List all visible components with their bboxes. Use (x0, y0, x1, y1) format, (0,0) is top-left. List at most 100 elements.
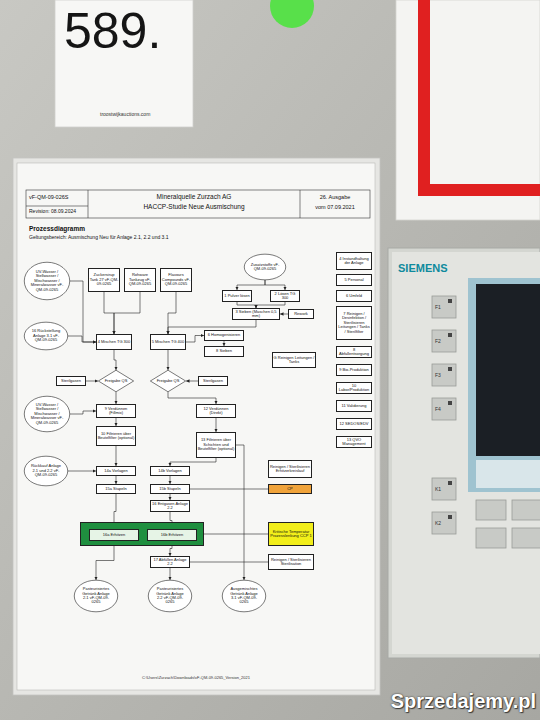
function-key (476, 500, 506, 520)
hazard-box: 11 Validierung (336, 400, 372, 412)
connector-group (68, 280, 288, 580)
node-text: Pasteurisiertes Getränk Anlage 2.1 vF-QM… (80, 587, 112, 605)
circle-outline (148, 580, 191, 612)
key-label-holder: F3 (435, 373, 441, 379)
node-text-block: 5 Personal (338, 278, 371, 282)
watermark: Sprzedajemy.pl (391, 690, 536, 712)
revision-date-holder: Revision: 08.09.2024 (29, 209, 76, 215)
node-text-block: Rework (290, 312, 313, 316)
node-text-block: 15b Stapeln (152, 487, 189, 491)
flow-connector (104, 292, 114, 334)
key-led (448, 481, 452, 485)
node-text: Freigabe QS (104, 379, 128, 383)
flow-connector (237, 280, 265, 290)
function-key (432, 296, 456, 318)
input-circle: Rückkauf Anlage 2.1 und 2.2 vF-QM-09-026… (24, 456, 68, 486)
card-footer: troostwijkauctions.com (100, 111, 150, 117)
node-text-block: 16a Erhitzen (91, 533, 138, 537)
decision-diamond: Freigabe QS (150, 370, 186, 392)
node-text: Ausgemischtes Getränk Anlage 3.1 vF-QM-0… (228, 587, 260, 605)
node-text: Sterilgasen (200, 379, 227, 383)
company-name: Mineralquelle Zurzach AG (157, 193, 232, 200)
node-text: Reinigen / Sterilisieren Erhitzerkreisla… (270, 465, 311, 474)
process-box: 15a Stapeln (96, 484, 136, 494)
brand-logo: SIEMENS (398, 262, 448, 274)
node-text: 14a Vorlagen (98, 469, 135, 473)
node-text-block: 12 SEDOS/EDV (338, 422, 371, 426)
node-text: 9 Verdünnen (Fillmix) (98, 407, 135, 416)
function-key (512, 528, 540, 548)
key-label-holder: F1 (435, 305, 441, 311)
node-text: 10 Labor/Produktion (338, 384, 371, 393)
node-text-block: CP (270, 487, 311, 491)
node-text-block: Freigabe QS (104, 379, 128, 383)
node-text: 14b Vorlagen (152, 469, 189, 473)
node-text: CP (270, 487, 311, 491)
control-box: CP (268, 484, 312, 494)
flow-connector (236, 445, 244, 580)
node-text-block: Reinigen / Sterilisieren Sterilisation (270, 558, 313, 567)
study-name: HACCP-Studie Neue Ausmischung (143, 203, 244, 210)
node-text: 9 Bio-Produktion (338, 368, 371, 372)
process-box: 13 Filtrieren über Schichten und Beutelf… (196, 432, 236, 458)
node-text-block: Freigabe QS (156, 379, 180, 383)
flow-connector (116, 446, 117, 466)
node-text-block: 16 Rückstellung Anlage 3.1 vF-QM-09-0265 (30, 329, 62, 342)
flow-connector (114, 292, 140, 334)
node-text: 16a Erhitzen (91, 533, 138, 537)
node-text: 4 Instandhaltung der Anlage (338, 257, 371, 266)
scope-note-holder: Geltungsbereich: Ausmischung Neu für Anl… (29, 235, 169, 241)
node-text-block: 2 Lösen TG 300 (272, 292, 299, 301)
node-text-block: 7 Reinigen / Desinfektion / Sterilisiere… (338, 312, 371, 334)
process-box: 16b Erhitzen (147, 529, 197, 541)
node-text: 8 Sieben (206, 349, 243, 353)
hazard-box: 5 Personal (336, 274, 372, 286)
node-text: Reinigen / Sterilisieren Sterilisation (270, 558, 313, 567)
circle-outline (24, 396, 69, 432)
node-text: 16 Entgasen Anlage 2.2 (152, 502, 189, 511)
node-text: 13 Filtrieren über Schichten und Beutelf… (198, 438, 235, 451)
header-divider (300, 190, 301, 218)
node-text-block: Sterilgasen (58, 379, 85, 383)
flow-connector (204, 534, 268, 535)
node-text-block: 15a Stapeln (98, 487, 135, 491)
key-label-holder: K2 (435, 521, 441, 527)
hazard-box: 10 Labor/Produktion (336, 382, 372, 394)
key-label-holder: K1 (435, 487, 441, 493)
node-text: 7 Reinigen / Desinfektion / Sterilisiere… (338, 312, 371, 334)
node-text: 8 Abfallentsorgung (338, 348, 371, 357)
heating-band: 16a Erhitzen 16b Erhitzen (80, 522, 204, 546)
flow-connector (190, 489, 268, 490)
node-text-block: Pasteurisiertes Getränk Anlage 2.1 vF-QM… (80, 587, 112, 605)
edition-holder: 26. Ausgabe (320, 194, 351, 200)
function-key (432, 364, 456, 386)
flow-connector (116, 392, 117, 404)
flow-connector (186, 336, 204, 343)
document-code-holder: vF-QM-09-026S (29, 194, 68, 200)
hazard-box: 8 Abfallentsorgung (336, 346, 372, 358)
function-key (432, 478, 456, 500)
circle-outline (74, 580, 117, 612)
key-label: F3 (435, 372, 441, 378)
node-text: UV-Wasser / Stellwasser / Mischwasser / … (30, 270, 63, 292)
input-box: Flavours Compounds vF-QM-09-0265 (160, 268, 192, 292)
node-text-block: 17 Abfüllen Anlage 2.2 (152, 558, 189, 567)
flow-connector (170, 476, 171, 484)
decision-diamond: Freigabe QS (98, 370, 134, 392)
flow-connector (96, 541, 114, 580)
screen-softkey-bar (476, 460, 540, 488)
function-key (476, 528, 506, 548)
node-text-block: Ausgemischtes Getränk Anlage 3.1 vF-QM-0… (228, 587, 260, 605)
node-text-block: 1 Pulver lösen (224, 294, 251, 298)
node-text-block: Rückkauf Anlage 2.1 und 2.2 vF-QM-09-026… (30, 464, 62, 477)
process-box: 17 Abfüllen Anlage 2.2 (150, 556, 190, 568)
node-text-block: Sterilgasen (200, 379, 227, 383)
paper-sheet (17, 163, 375, 690)
flow-connector (168, 392, 216, 404)
key-led (448, 333, 452, 337)
node-text: 16 Rückstellung Anlage 3.1 vF-QM-09-0265 (30, 329, 62, 342)
plastic-sleeve (13, 158, 380, 695)
node-text-block: Zuckersirup Tank 27 vF-QM-09-0265 (90, 273, 119, 286)
process-box: 9 Verdünnen (Fillmix) (96, 404, 136, 418)
